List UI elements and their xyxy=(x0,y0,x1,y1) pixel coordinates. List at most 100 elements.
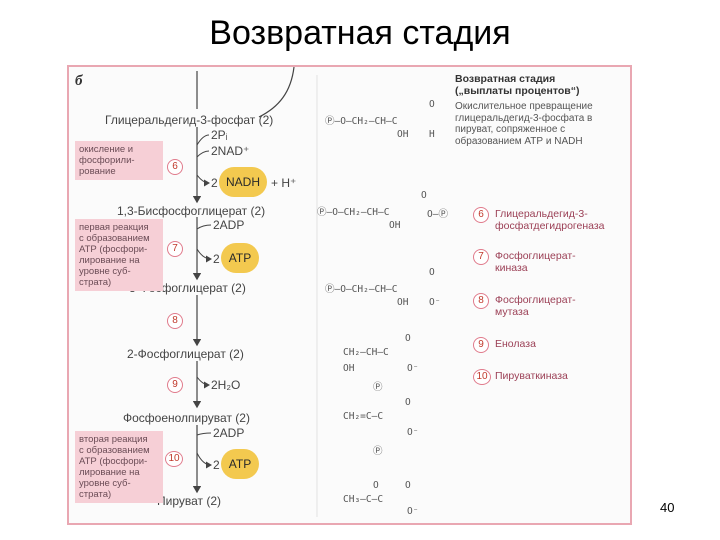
cofactor-2nad: 2NAD⁺ xyxy=(211,144,250,158)
structure-3pg-om: O⁻ xyxy=(429,297,441,308)
stage-header-title: Возвратная стадия xyxy=(455,73,556,85)
note-first-atp-reaction: первая реакция с образованием АТР (фосфо… xyxy=(75,219,163,291)
note3-line: АТР (фосфори- xyxy=(79,456,148,467)
structure-pep-om: O⁻ xyxy=(407,427,419,438)
incoming-arrow xyxy=(258,67,295,118)
compound-pyruvate: Пируват (2) xyxy=(157,494,222,508)
stage-desc-line: пируват, сопряженное с xyxy=(455,124,566,135)
enzyme-10-name: Пируваткиназа xyxy=(495,370,568,382)
structure-bpg-o: O xyxy=(421,190,427,201)
note2-line: с образованием xyxy=(79,233,150,244)
structure-2pg-p: Ⓟ xyxy=(373,382,383,393)
structure-3pg-backbone: Ⓟ–O–CH₂–CH–C xyxy=(325,284,398,295)
structure-g3p-oh: OH xyxy=(397,129,409,140)
compound-glyceraldehyde-3-phosphate: Глицеральдегид-3-фосфат (2) xyxy=(105,113,274,127)
stage-header-subtitle: („выплаты процентов“) xyxy=(455,85,580,97)
nadh-label: NADH xyxy=(225,175,260,189)
panel-label: б xyxy=(75,73,83,89)
step-9-marker: 9 xyxy=(167,377,183,393)
structure-bpg: Ⓟ–O–CH₂–CH–C OH O O–Ⓟ xyxy=(317,190,448,231)
note-oxidation-phosphorylation: окисление и фосфорили- рование xyxy=(75,141,163,180)
note1-line: рование xyxy=(79,166,116,177)
step-6-marker: 6 xyxy=(167,159,183,175)
pathway-arrows xyxy=(192,67,318,517)
note2-line: страта) xyxy=(79,277,112,288)
note3-line: страта) xyxy=(79,489,112,500)
enzyme-7-name-2: киназа xyxy=(495,262,528,274)
note1-line: фосфорили- xyxy=(79,155,135,166)
note1-line: окисление и xyxy=(79,144,134,155)
cofactor-atp-count-step10: 2 xyxy=(213,458,220,472)
note3-line: уровне суб- xyxy=(79,478,131,489)
enzyme-9-name: Енолаза xyxy=(495,338,536,350)
enzyme-8-marker: 8 xyxy=(473,293,489,309)
compound-2-phosphoglycerate: 2-Фосфоглицерат (2) xyxy=(127,347,244,361)
structure-bpg-backbone: Ⓟ–O–CH₂–CH–C xyxy=(317,207,390,218)
structure-3pg-oh: OH xyxy=(397,297,409,308)
structure-pyruvate: CH₃–C–C O O⁻ O xyxy=(343,480,418,517)
note2-line: АТР (фосфори- xyxy=(79,244,148,255)
note3-line: с образованием xyxy=(79,445,150,456)
stage-desc-line: образованием АТР и NADH xyxy=(455,135,583,147)
note3-line: лирование на xyxy=(79,467,140,478)
enzyme-6-marker: 6 xyxy=(473,207,489,223)
enzyme-10-marker: 10 xyxy=(473,369,491,385)
structure-pep-o: O xyxy=(405,397,411,408)
stage-desc-line: Окислительное превращение xyxy=(455,101,593,112)
enzyme-8-name-2: мутаза xyxy=(495,306,529,318)
atp-highlight-step7: ATP xyxy=(221,243,259,273)
note2-line: уровне суб- xyxy=(79,266,131,277)
atp-label-step10: ATP xyxy=(228,457,252,471)
cofactor-atp-count-step7: 2 xyxy=(213,252,220,266)
structure-bpg-oh: OH xyxy=(389,220,401,231)
enzyme-9-marker: 9 xyxy=(473,337,489,353)
structure-2pg-backbone: CH₂–CH–C xyxy=(343,347,389,358)
pathway-figure-panel: б Глицеральдегид-3-фосфат (2) 1,3-Бисфос… xyxy=(67,65,632,525)
structure-g3p-o: O xyxy=(429,99,435,110)
structure-g3p-h: H xyxy=(429,129,435,140)
cofactor-proton: + H⁺ xyxy=(271,176,297,190)
enzyme-7-name: Фосфоглицерат- xyxy=(495,250,576,262)
step-7-marker: 7 xyxy=(167,241,183,257)
enzyme-6-name: Глицеральдегид-3- xyxy=(495,208,588,220)
slide-title: Возвратная стадия xyxy=(209,14,511,52)
cofactor-2adp-step7: 2ADP xyxy=(213,218,245,232)
structure-g3p: Ⓟ–O–CH₂–CH–C OH O H xyxy=(325,99,435,140)
step-10-marker: 10 xyxy=(165,451,183,467)
structure-2pg-o: O xyxy=(405,333,411,344)
atp-highlight-step10: ATP xyxy=(221,449,259,479)
structure-pep: CH₂=C–C O O⁻ Ⓟ xyxy=(343,397,418,457)
enzyme-7-marker: 7 xyxy=(473,249,489,265)
cofactor-2pi: 2Pᵢ xyxy=(211,128,228,142)
structure-3pg: Ⓟ–O–CH₂–CH–C OH O O⁻ xyxy=(325,267,440,308)
nadh-highlight: NADH xyxy=(219,167,267,197)
enzyme-8-name: Фосфоглицерат- xyxy=(495,294,576,306)
page-number: 40 xyxy=(660,500,675,515)
enzyme-6-name-2: фосфатдегидрогеназа xyxy=(495,220,605,232)
cofactor-2h2o: 2H₂O xyxy=(211,378,241,392)
compound-1-3-bisphosphoglycerate: 1,3-Бисфосфоглицерат (2) xyxy=(117,204,266,218)
structure-g3p-backbone: Ⓟ–O–CH₂–CH–C xyxy=(325,116,398,127)
structure-pep-p: Ⓟ xyxy=(373,446,383,457)
step-8-marker: 8 xyxy=(167,313,183,329)
structure-2pg-oh: OH xyxy=(343,363,355,374)
structure-2pg: CH₂–CH–C OH O O⁻ Ⓟ xyxy=(343,333,418,393)
note-second-atp-reaction: вторая реакция с образованием АТР (фосфо… xyxy=(75,431,163,503)
structure-2pg-om: O⁻ xyxy=(407,363,419,374)
stage-desc-line: глицеральдегид-3-фосфата в xyxy=(455,112,593,124)
structure-pyruvate-om: O⁻ xyxy=(407,506,419,517)
cofactor-nadh-count: 2 xyxy=(211,176,218,190)
structure-pyruvate-backbone: CH₃–C–C xyxy=(343,494,384,505)
structure-pep-backbone: CH₂=C–C xyxy=(343,411,384,422)
note2-line: первая реакция xyxy=(79,222,149,233)
structure-pyruvate-keto: O xyxy=(373,480,379,491)
structure-bpg-op: O–Ⓟ xyxy=(427,209,448,220)
atp-label-step7: ATP xyxy=(228,251,252,265)
stage-header: Возвратная стадия („выплаты процентов“) … xyxy=(455,73,593,147)
structure-pyruvate-o: O xyxy=(405,480,411,491)
structure-3pg-o: O xyxy=(429,267,435,278)
note2-line: лирование на xyxy=(79,255,140,266)
compound-phosphoenolpyruvate: Фосфоенолпируват (2) xyxy=(123,411,250,425)
note3-line: вторая реакция xyxy=(79,434,148,445)
cofactor-2adp-step10: 2ADP xyxy=(213,426,245,440)
